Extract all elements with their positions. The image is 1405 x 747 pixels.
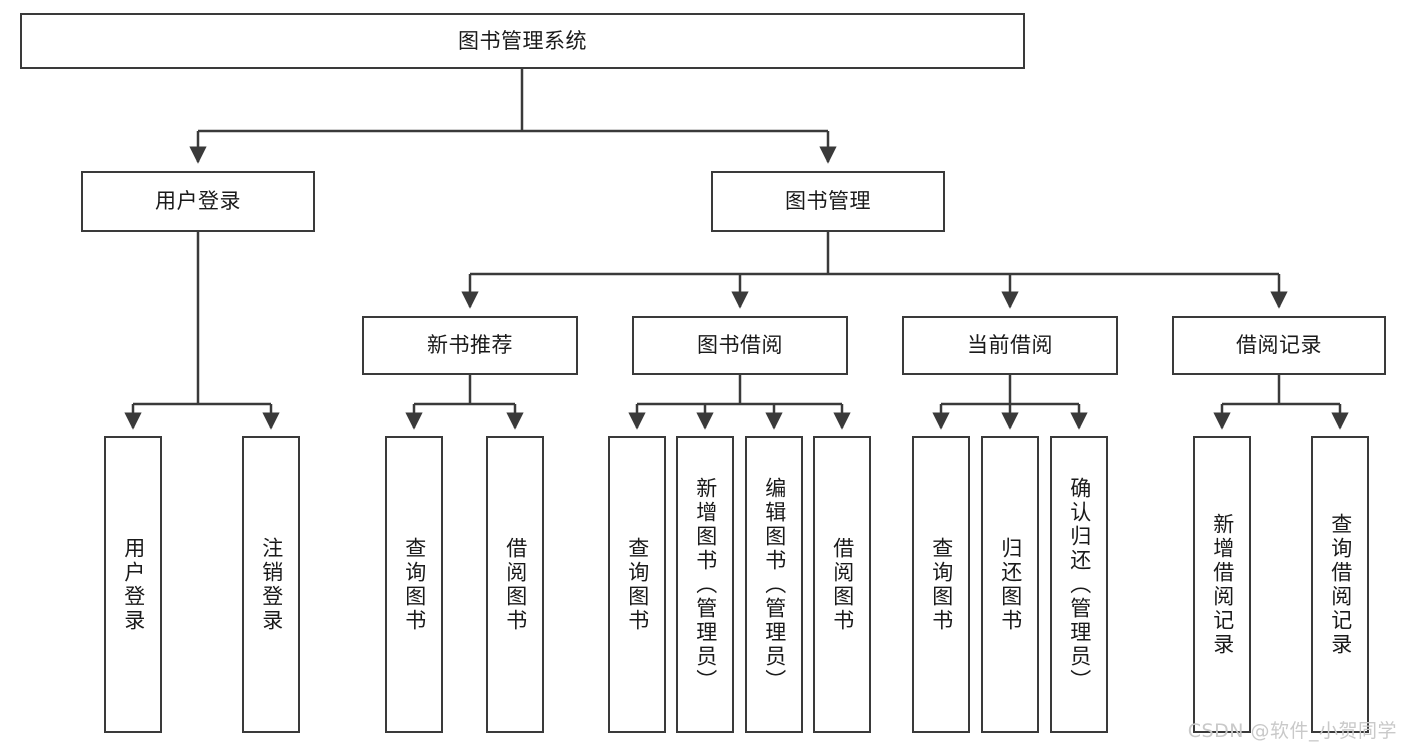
node-label: 归还图书 bbox=[998, 536, 1023, 633]
node-label: 用户登录 bbox=[121, 536, 146, 633]
node-leaf-user-login[interactable]: 用户登录 bbox=[104, 436, 162, 733]
node-leaf-borrow-book-recommend[interactable]: 借阅图书 bbox=[486, 436, 544, 733]
node-label: 当前借阅 bbox=[967, 333, 1053, 358]
node-user-login[interactable]: 用户登录 bbox=[81, 171, 315, 232]
node-label: 查询图书 bbox=[402, 536, 427, 633]
node-label: 借阅图书 bbox=[503, 536, 528, 633]
node-label: 新书推荐 bbox=[427, 333, 513, 358]
node-label: 图书管理 bbox=[785, 189, 871, 214]
node-leaf-query-borrow-record[interactable]: 查询借阅记录 bbox=[1311, 436, 1369, 733]
node-label: 用户登录 bbox=[155, 189, 241, 214]
node-label: 借阅图书 bbox=[830, 536, 855, 633]
node-label: 新增借阅记录 bbox=[1210, 512, 1235, 657]
node-current-borrow[interactable]: 当前借阅 bbox=[902, 316, 1118, 375]
node-leaf-edit-book-admin[interactable]: 编辑图书（管理员） bbox=[745, 436, 803, 733]
node-leaf-borrow-book[interactable]: 借阅图书 bbox=[813, 436, 871, 733]
node-leaf-query-book-borrow[interactable]: 查询图书 bbox=[608, 436, 666, 733]
node-label: 查询图书 bbox=[625, 536, 650, 633]
node-leaf-add-book-admin[interactable]: 新增图书（管理员） bbox=[676, 436, 734, 733]
node-label: 确认归还（管理员） bbox=[1067, 476, 1092, 693]
node-root-book-management-system[interactable]: 图书管理系统 bbox=[20, 13, 1025, 69]
node-leaf-query-book-recommend[interactable]: 查询图书 bbox=[385, 436, 443, 733]
node-label: 借阅记录 bbox=[1236, 333, 1322, 358]
node-leaf-query-book-current[interactable]: 查询图书 bbox=[912, 436, 970, 733]
node-label: 图书借阅 bbox=[697, 333, 783, 358]
node-label: 注销登录 bbox=[259, 536, 284, 633]
node-label: 查询图书 bbox=[929, 536, 954, 633]
node-borrow-record[interactable]: 借阅记录 bbox=[1172, 316, 1386, 375]
node-book-management[interactable]: 图书管理 bbox=[711, 171, 945, 232]
node-label: 新增图书（管理员） bbox=[693, 476, 718, 693]
node-book-borrow[interactable]: 图书借阅 bbox=[632, 316, 848, 375]
node-leaf-add-borrow-record[interactable]: 新增借阅记录 bbox=[1193, 436, 1251, 733]
node-label: 编辑图书（管理员） bbox=[762, 476, 787, 693]
node-new-book-recommend[interactable]: 新书推荐 bbox=[362, 316, 578, 375]
node-label: 查询借阅记录 bbox=[1328, 512, 1353, 657]
node-label: 图书管理系统 bbox=[458, 28, 587, 53]
node-leaf-logout[interactable]: 注销登录 bbox=[242, 436, 300, 733]
node-leaf-return-book[interactable]: 归还图书 bbox=[981, 436, 1039, 733]
node-leaf-confirm-return-admin[interactable]: 确认归还（管理员） bbox=[1050, 436, 1108, 733]
watermark-csdn: CSDN @软件_小贺同学 bbox=[1187, 720, 1397, 742]
